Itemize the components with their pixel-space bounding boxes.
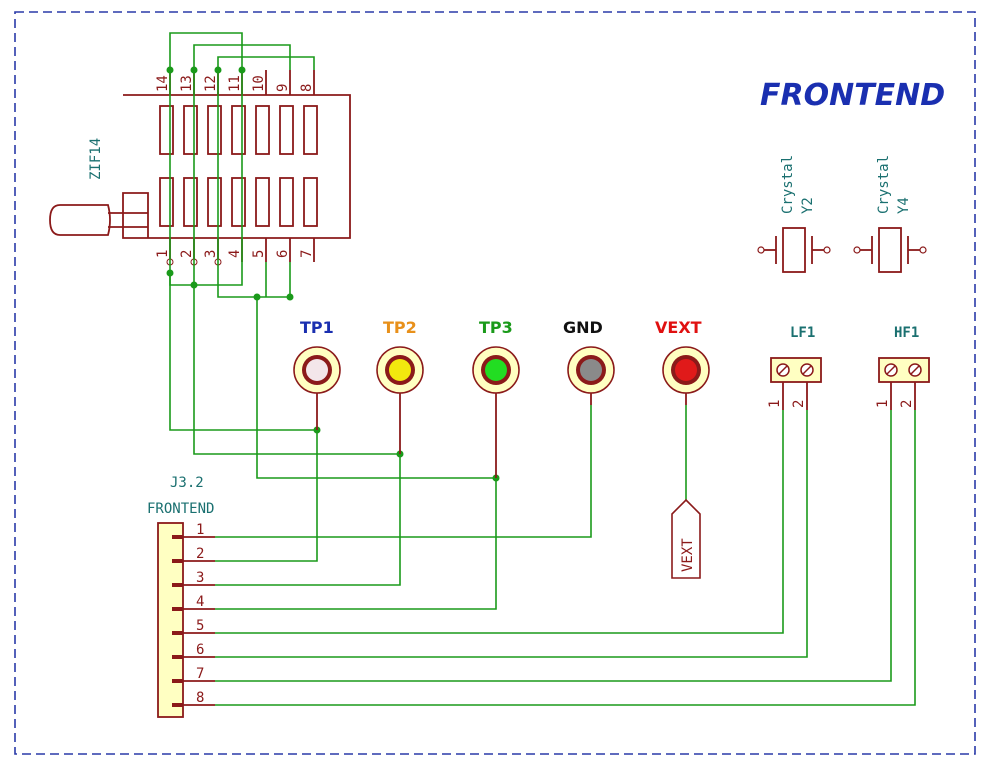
zif-pin-1: 1 <box>155 250 171 258</box>
junction-dots <box>166 66 500 482</box>
vext-power-flag: VEXT <box>671 405 701 579</box>
zif-pin-2: 2 <box>179 250 195 258</box>
zif14-top-pin-numbers: 14 13 12 11 10 9 8 <box>155 75 315 92</box>
tp1-label: TP1 <box>300 318 334 337</box>
conn-pin-2: 2 <box>196 546 204 562</box>
vext-label: VEXT <box>655 318 702 337</box>
terminal-lf1: LF1 1 2 <box>767 325 822 410</box>
crystal-y4: Crystal Y4 <box>853 155 927 273</box>
conn-pin-1: 1 <box>196 522 204 538</box>
test-point-tp2: TP2 <box>376 318 424 454</box>
lf1-pin-1: 1 <box>767 400 783 408</box>
conn-pin-4: 4 <box>196 594 204 610</box>
test-point-gnd: GND <box>563 318 615 405</box>
conn-pin-8: 8 <box>196 690 204 706</box>
connector-wiring <box>215 405 916 706</box>
tp2-label: TP2 <box>383 318 417 337</box>
zif-pin-14: 14 <box>155 75 171 92</box>
gnd-label: GND <box>563 318 603 337</box>
crystal-y4-value: Crystal <box>876 155 892 214</box>
zif-pin-13: 13 <box>179 75 195 92</box>
zif-pin-12: 12 <box>203 75 219 92</box>
conn-pin-6: 6 <box>196 642 204 658</box>
sheet-border <box>14 11 976 755</box>
zif14-ref: ZIF14 <box>88 138 104 180</box>
lf1-ref: LF1 <box>790 325 815 341</box>
hf1-ref: HF1 <box>894 325 919 341</box>
conn-pin-3: 3 <box>196 570 204 586</box>
zif-pin-8: 8 <box>299 84 315 92</box>
zif-pin-7: 7 <box>299 250 315 258</box>
test-point-tp3: TP3 <box>472 318 520 478</box>
zif-pin-6: 6 <box>275 250 291 258</box>
connector-j3-2 <box>157 522 215 718</box>
crystal-y2-ref: Y2 <box>800 197 816 214</box>
crystal-y4-ref: Y4 <box>896 197 912 214</box>
vext-flag-text: VEXT <box>680 538 696 572</box>
zif-pin-9: 9 <box>275 84 291 92</box>
crystal-y2: Crystal Y2 <box>757 155 831 273</box>
conn-pin-7: 7 <box>196 666 204 682</box>
hf1-pin-2: 2 <box>899 400 915 408</box>
conn-pin-5: 5 <box>196 618 204 634</box>
connector-ref: J3.2 <box>170 475 204 491</box>
lf1-pin-2: 2 <box>791 400 807 408</box>
test-point-vext: VEXT <box>655 318 710 405</box>
zif-pin-11: 11 <box>227 75 243 92</box>
hf1-pin-1: 1 <box>875 400 891 408</box>
test-point-tp1: TP1 <box>293 318 341 430</box>
zif-pin-5: 5 <box>251 250 267 258</box>
connector-value: FRONTEND <box>147 501 214 517</box>
zif14-socket <box>49 70 351 266</box>
crystal-y2-value: Crystal <box>780 155 796 214</box>
zif-pin-4: 4 <box>227 250 243 258</box>
zif-pin-10: 10 <box>251 75 267 92</box>
tp3-label: TP3 <box>479 318 513 337</box>
zif-pin-3: 3 <box>203 250 219 258</box>
zif14-bottom-pin-numbers: 1 2 3 4 5 6 7 <box>155 250 315 258</box>
connector-pin-numbers: 1 2 3 4 5 6 7 8 <box>196 522 204 706</box>
sheet-title: FRONTEND <box>760 78 945 113</box>
terminal-hf1: HF1 1 2 <box>875 325 930 410</box>
